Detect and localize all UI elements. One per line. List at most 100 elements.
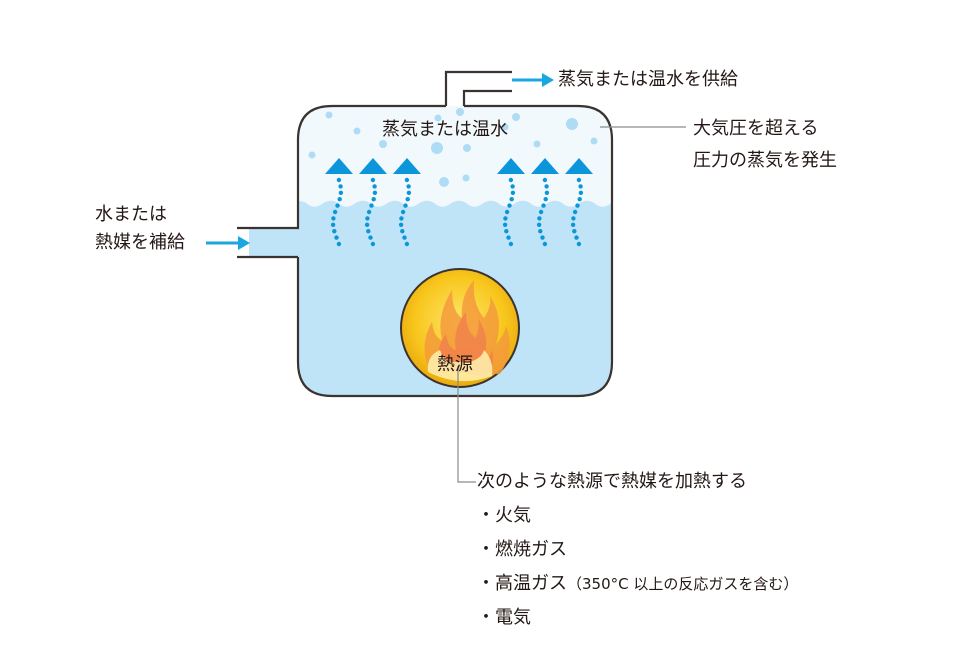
steam-dot-trail — [364, 177, 378, 247]
steam-dot — [508, 241, 514, 247]
steam-dot — [372, 190, 378, 195]
steam-dot-trail — [502, 177, 516, 247]
steam-dot — [400, 229, 405, 234]
steam-dot — [544, 190, 550, 195]
steam-dot — [502, 222, 508, 227]
list-item: ・高温ガス（350°C 以上の反応ガスを含む） — [477, 572, 798, 606]
steam-dot — [332, 229, 337, 234]
list-item: ・電気 — [477, 606, 798, 640]
steam-dot — [366, 209, 372, 215]
steam-dot-trail — [330, 177, 344, 247]
steam-dot — [504, 209, 510, 215]
steam-dot — [400, 209, 406, 215]
steam-dot — [543, 197, 548, 202]
list-item: ・燃焼ガス — [477, 538, 798, 572]
outlet-pipe — [444, 70, 512, 106]
steam-dot — [404, 241, 410, 247]
steam-dot — [398, 222, 404, 227]
pressure-note-line2: 圧力の蒸気を発生 — [693, 150, 837, 171]
steam-dot-trail — [536, 177, 550, 247]
heat-source-list: 次のような熱源で熱媒を加熱する ・火気 ・燃焼ガス ・高温ガス（350°C 以上… — [477, 470, 798, 640]
steam-dot — [503, 216, 508, 221]
steam-dot — [570, 222, 576, 227]
steam-dot — [504, 229, 509, 234]
steam-dot — [544, 184, 549, 189]
steam-dot — [366, 229, 371, 234]
steam-arrow — [497, 158, 525, 174]
steam-dot — [542, 177, 548, 183]
steam-dot — [537, 216, 542, 221]
vessel-outline — [296, 104, 614, 398]
steam-dot — [365, 216, 370, 221]
list-item-label: 電気 — [495, 607, 531, 628]
steam-dot — [404, 177, 410, 183]
heat-source-label: 熱源 — [437, 354, 473, 375]
pressure-note-line1: 大気圧を超える — [693, 118, 819, 139]
vessel-steam-label: 蒸気または温水 — [382, 119, 508, 140]
steam-dot — [368, 235, 373, 240]
steam-dot — [403, 203, 408, 208]
steam-dot — [399, 216, 404, 221]
steam-dot — [540, 235, 545, 240]
steam-dot — [336, 241, 342, 247]
list-item-label: 火気 — [495, 505, 531, 526]
outlet-label: 蒸気または温水を供給 — [558, 69, 738, 90]
outlet-arrow-icon — [512, 73, 554, 87]
steam-dot — [572, 209, 578, 215]
list-item-label: 高温ガス — [495, 573, 567, 594]
heat-source-list-intro: 次のような熱源で熱媒を加熱する — [477, 471, 747, 492]
steam-dot — [402, 235, 407, 240]
steam-dot — [370, 241, 376, 247]
rising-steam-arrows — [325, 158, 593, 174]
steam-dot — [332, 209, 338, 215]
bullet: ・ — [477, 573, 495, 594]
steam-dot — [572, 229, 577, 234]
steam-dot — [577, 197, 582, 202]
steam-dot — [338, 184, 343, 189]
steam-dot — [406, 190, 412, 195]
steam-dot — [406, 184, 411, 189]
steam-dot-trail — [398, 177, 412, 247]
steam-bubbles — [308, 108, 598, 187]
steam-dot — [369, 203, 374, 208]
steam-arrow — [531, 158, 559, 174]
steam-dot — [542, 241, 548, 247]
steam-dot-trails — [330, 177, 584, 247]
steam-arrow — [565, 158, 593, 174]
steam-dot — [334, 235, 339, 240]
list-item-note: （350°C 以上の反応ガスを含む） — [567, 575, 799, 593]
list-item-label: 燃焼ガス — [495, 539, 567, 560]
steam-dot — [336, 177, 342, 183]
list-item: ・火気 — [477, 504, 798, 538]
steam-dot — [508, 177, 514, 183]
bullet: ・ — [477, 539, 495, 560]
steam-dot — [337, 197, 342, 202]
steam-dot — [510, 184, 515, 189]
steam-dot — [338, 190, 344, 195]
heat-source — [400, 268, 520, 388]
steam-dot — [506, 235, 511, 240]
steam-dot — [578, 184, 583, 189]
steam-dot — [510, 190, 516, 195]
steam-dot — [509, 197, 514, 202]
steam-dot — [536, 222, 542, 227]
steam-dot — [507, 203, 512, 208]
steam-dot — [578, 190, 584, 195]
inlet-arrow-icon — [206, 236, 250, 250]
steam-dot — [370, 177, 376, 183]
inlet-note-line1: 水または — [95, 204, 167, 225]
steam-dot — [575, 203, 580, 208]
steam-dot — [538, 229, 543, 234]
steam-dot-trail — [570, 177, 584, 247]
flame-icon — [424, 280, 510, 382]
steam-dot — [574, 235, 579, 240]
steam-arrow — [325, 158, 353, 174]
steam-dot — [576, 241, 582, 247]
inlet-pipe — [237, 199, 300, 259]
steam-dot — [371, 197, 376, 202]
steam-arrow — [393, 158, 421, 174]
inlet-note-line2: 熱媒を補給 — [95, 232, 185, 253]
bullet: ・ — [477, 607, 495, 628]
steam-dot — [405, 197, 410, 202]
